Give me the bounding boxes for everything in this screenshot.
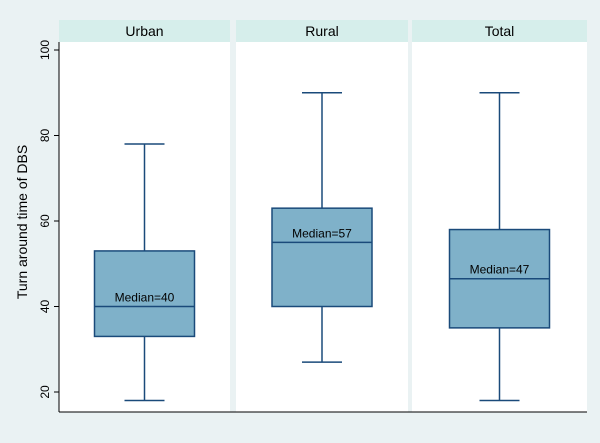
median-annotation: Median=40 [115, 291, 175, 305]
y-tick-label: 40 [38, 300, 52, 314]
median-annotation: Median=57 [292, 226, 352, 240]
panels-layer: UrbanMedian=40RuralMedian=57TotalMedian=… [59, 20, 587, 412]
y-axis: 20 40 60 80 100 [38, 40, 587, 413]
panel-header [412, 20, 587, 42]
panel-title: Total [485, 23, 515, 39]
panel-header [59, 20, 230, 42]
y-tick-label: 60 [38, 214, 52, 228]
box-iqr [271, 207, 373, 308]
median-annotation: Median=47 [470, 263, 530, 277]
y-tick-label: 20 [38, 385, 52, 399]
y-tick-label: 80 [38, 129, 52, 143]
box-iqr [93, 250, 196, 338]
panel-header [236, 20, 408, 42]
panel-title: Rural [305, 23, 338, 39]
y-axis-label: Turn around time of DBS [14, 145, 30, 299]
y-tick-label: 100 [38, 40, 52, 60]
panel-title: Urban [125, 23, 163, 39]
